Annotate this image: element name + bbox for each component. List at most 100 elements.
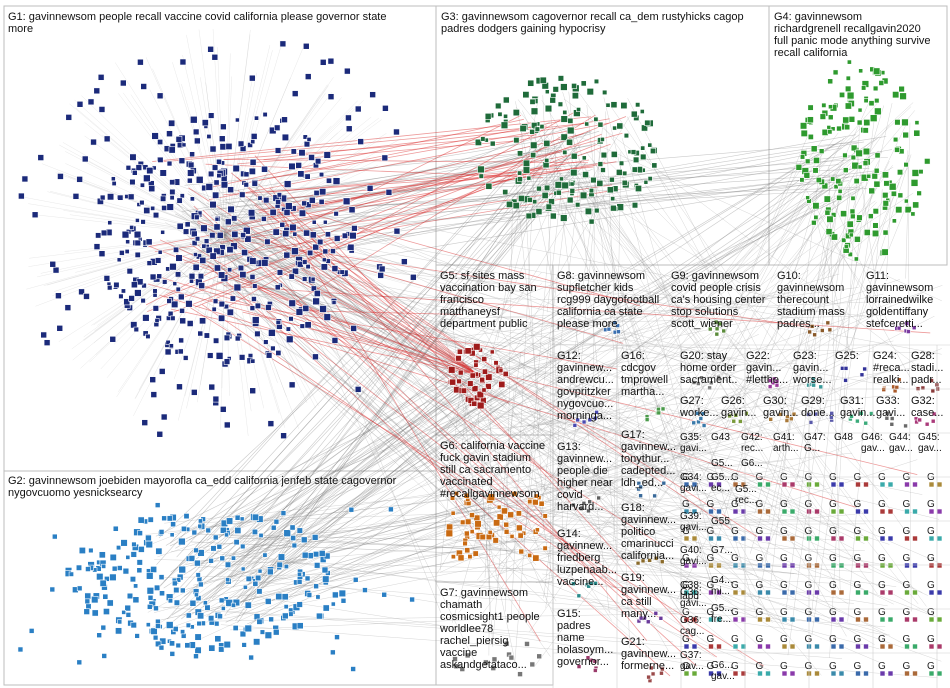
node-small-group [814, 508, 820, 515]
node-g2 [288, 611, 294, 617]
node-g2 [409, 596, 415, 603]
node-g6 [453, 490, 459, 497]
node-g3 [616, 122, 624, 130]
node-small-group [740, 535, 747, 542]
edge [222, 219, 519, 293]
node-g2 [193, 547, 199, 554]
edge [169, 156, 587, 599]
node-g2 [124, 604, 131, 612]
node-g6 [469, 529, 475, 535]
node-g20 [716, 374, 721, 380]
edge [489, 410, 940, 520]
node-g2 [234, 514, 241, 521]
edge [165, 140, 842, 546]
node-g1 [188, 272, 196, 280]
node-g21 [660, 666, 665, 672]
node-g1 [120, 288, 126, 294]
node-g1 [349, 232, 357, 240]
node-g6 [450, 510, 456, 516]
edge [224, 158, 371, 236]
node-g3 [570, 152, 578, 160]
node-g1 [128, 295, 135, 302]
node-g1 [286, 335, 294, 343]
edge [224, 94, 321, 236]
small-group-label: G [756, 499, 764, 510]
node-g3 [478, 173, 484, 179]
edge [224, 234, 382, 310]
node-g4 [863, 229, 871, 236]
node-g30 [784, 418, 790, 423]
edge [206, 552, 620, 603]
node-small-group [716, 481, 722, 488]
edge [553, 126, 833, 509]
edge [154, 559, 753, 575]
edge [497, 535, 897, 587]
node-g2 [283, 529, 291, 537]
node-g1 [142, 314, 150, 322]
node-g2 [322, 604, 330, 612]
edge [211, 171, 574, 216]
edge [565, 208, 793, 443]
node-g2 [272, 628, 280, 636]
node-small-group [781, 508, 788, 515]
node-g4 [861, 85, 867, 91]
edge [605, 111, 631, 649]
node-g1 [187, 177, 193, 184]
node-g14 [586, 583, 591, 589]
node-g1 [240, 232, 247, 238]
node-g3 [552, 86, 559, 93]
node-g2 [290, 535, 297, 541]
node-small-group [838, 616, 845, 623]
small-group-label: G [878, 661, 886, 672]
node-g4 [910, 179, 919, 187]
node-g3 [570, 169, 578, 177]
node-g4 [858, 68, 864, 74]
edge [479, 323, 669, 652]
node-g31 [869, 411, 874, 416]
edge [252, 166, 573, 569]
edge [212, 28, 226, 236]
node-g2 [189, 599, 197, 607]
node-g1 [262, 111, 268, 118]
node-g7 [517, 671, 523, 677]
node-g2 [145, 534, 152, 542]
edge [224, 44, 305, 236]
node-g1 [311, 219, 317, 225]
node-g1 [76, 176, 83, 183]
node-small-group [757, 670, 763, 677]
node-g1 [302, 259, 308, 265]
node-g32 [931, 411, 937, 417]
node-g1 [199, 256, 207, 264]
node-g3 [647, 176, 653, 182]
node-g6 [496, 513, 504, 521]
node-g1 [276, 269, 284, 276]
node-g2 [137, 530, 143, 537]
node-g4 [872, 208, 879, 215]
edge-red [145, 114, 522, 306]
node-g4 [846, 59, 852, 65]
node-g2 [289, 524, 296, 531]
node-g2 [225, 577, 231, 583]
small-group-label: G [731, 499, 739, 510]
node-g1 [143, 207, 151, 214]
node-g1 [166, 203, 174, 211]
node-g1 [170, 315, 176, 321]
node-g10 [820, 328, 825, 333]
node-small-group [887, 508, 894, 515]
node-small-group [691, 643, 698, 650]
node-g2 [334, 634, 340, 640]
node-g2 [150, 627, 158, 635]
edge [133, 234, 226, 417]
node-g4 [835, 178, 842, 185]
node-g2 [230, 555, 236, 561]
edge [249, 285, 928, 596]
edge [246, 244, 806, 551]
node-g2 [96, 573, 104, 581]
node-small-group [814, 562, 820, 569]
edge [220, 234, 226, 430]
node-g2 [84, 598, 91, 605]
edge [527, 423, 766, 507]
node-g2 [136, 567, 143, 574]
node-g1 [227, 205, 235, 213]
edge [467, 491, 726, 549]
